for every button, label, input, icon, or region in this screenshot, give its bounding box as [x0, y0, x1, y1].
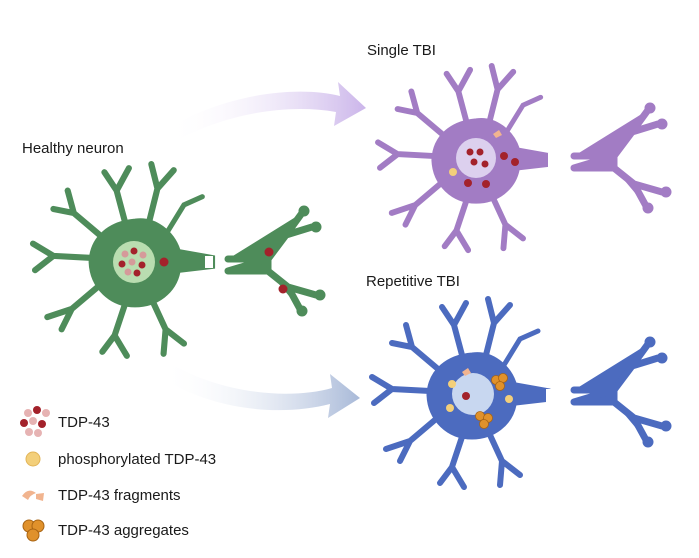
healthy-tdp43-in-nucleus	[118, 247, 147, 277]
tdp43-dots-icon	[20, 406, 50, 437]
label-single-tbi: Single TBI	[367, 42, 436, 59]
phospho-dot-icon	[25, 451, 41, 467]
healthy-neuron	[33, 164, 325, 356]
legend-aggregates: TDP-43 aggregates	[58, 522, 189, 539]
aggregate-cluster-2	[475, 411, 493, 429]
arrow-to-single-tbi	[168, 82, 366, 140]
label-healthy-neuron: Healthy neuron	[22, 140, 124, 157]
legend-phosphorylated: phosphorylated TDP-43	[58, 451, 217, 468]
label-repetitive-tbi: Repetitive TBI	[366, 273, 460, 290]
legend-tdp43: TDP-43	[58, 414, 110, 431]
repetitive-tbi-neuron	[372, 299, 671, 487]
arrow-to-repetitive-tbi	[162, 362, 360, 418]
aggregate-cluster-1	[491, 373, 508, 391]
single-tbi-neuron	[378, 66, 671, 250]
fragments-icon	[22, 490, 44, 501]
legend-fragments: TDP-43 fragments	[58, 487, 181, 504]
aggregate-icon	[22, 519, 45, 542]
